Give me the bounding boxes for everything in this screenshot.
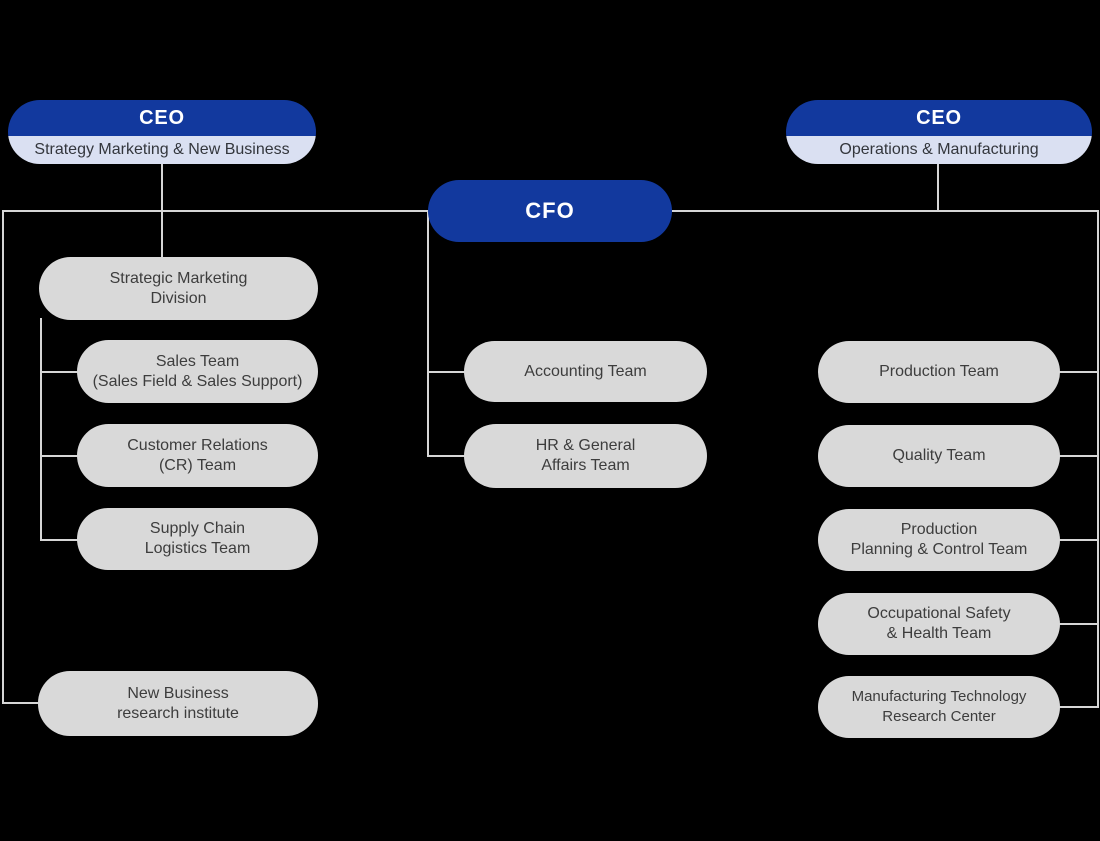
connector-ceo-right-drop — [937, 163, 939, 211]
ceo-left-node: CEO Strategy Marketing & New Business — [8, 100, 316, 164]
ceo-right-title: CEO — [786, 100, 1092, 136]
org-node-production-team: Production Team — [818, 341, 1060, 403]
org-node-supply-chain-logistics-team: Supply Chain Logistics Team — [77, 508, 318, 570]
org-node-occupational-safety-health-team: Occupational Safety & Health Team — [818, 593, 1060, 655]
org-node-accounting-team: Accounting Team — [464, 341, 707, 402]
org-node-production-planning-control-team: Production Planning & Control Team — [818, 509, 1060, 571]
connector-safety-stub — [1058, 623, 1098, 625]
connector-left-teams-vertical — [40, 318, 42, 541]
connector-main-rail-left — [2, 210, 428, 212]
ceo-right-node: CEO Operations & Manufacturing — [786, 100, 1092, 164]
ceo-left-subtitle: Strategy Marketing & New Business — [8, 136, 316, 164]
org-node-hr-general-affairs-team: HR & General Affairs Team — [464, 424, 707, 488]
org-node-manufacturing-technology-research-center: Manufacturing Technology Research Center — [818, 676, 1060, 738]
connector-hr-stub — [427, 455, 467, 457]
org-node-sales-team: Sales Team (Sales Field & Sales Support) — [77, 340, 318, 403]
ceo-left-title: CEO — [8, 100, 316, 136]
org-node-quality-team: Quality Team — [818, 425, 1060, 487]
org-node-strategic-marketing-division: Strategic Marketing Division — [39, 257, 318, 320]
connector-left-edge-vertical — [2, 210, 4, 704]
org-node-new-business-research-institute: New Business research institute — [38, 671, 318, 736]
connector-right-edge-vertical — [1097, 210, 1099, 708]
connector-mfg-stub — [1058, 706, 1098, 708]
connector-sales-stub — [40, 371, 80, 373]
connector-quality-stub — [1058, 455, 1098, 457]
org-node-customer-relations-team: Customer Relations (CR) Team — [77, 424, 318, 487]
ceo-right-subtitle: Operations & Manufacturing — [786, 136, 1092, 164]
connector-supply-stub — [40, 539, 80, 541]
connector-cfo-vertical — [427, 210, 429, 456]
connector-ceo-left-drop — [161, 163, 163, 259]
connector-main-rail-right — [672, 210, 1099, 212]
connector-institute-stub — [2, 702, 42, 704]
connector-planning-stub — [1058, 539, 1098, 541]
connector-production-stub — [1058, 371, 1098, 373]
connector-accounting-stub — [427, 371, 467, 373]
connector-cr-stub — [40, 455, 80, 457]
cfo-node: CFO — [428, 180, 672, 242]
